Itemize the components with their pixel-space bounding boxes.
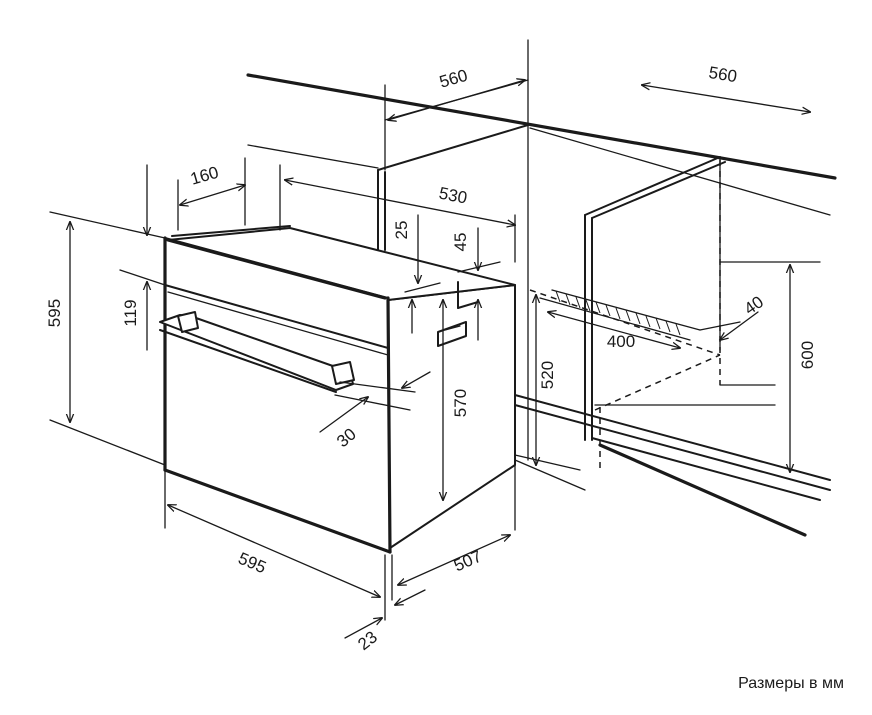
dim-label-gap-top-45: 45 (451, 233, 470, 252)
dim-label-body-height: 570 (451, 389, 470, 417)
dim-label-niche-bottom-height: 520 (538, 361, 557, 389)
dim-label-oven-height: 595 (45, 299, 64, 327)
dim-label-vent-depth: 400 (607, 332, 635, 351)
dim-label-vent-width: 160 (188, 163, 221, 189)
oven-body (159, 225, 516, 554)
dim-label-oven-width: 595 (235, 549, 269, 578)
dim-label-body-depth: 507 (451, 547, 485, 576)
units-note: Размеры в мм (738, 675, 844, 692)
dim-label-niche-depth-left: 560 (437, 66, 470, 92)
dim-label-niche-height: 600 (798, 341, 817, 369)
dim-label-vent-offset: 40 (741, 292, 767, 318)
dim-label-oven-depth-top: 530 (437, 184, 468, 208)
dim-label-niche-depth-right: 560 (707, 63, 738, 86)
dim-label-gap-top-25: 25 (392, 221, 411, 240)
dimension-lines (49, 80, 810, 639)
dim-label-panel-height: 119 (121, 299, 140, 326)
